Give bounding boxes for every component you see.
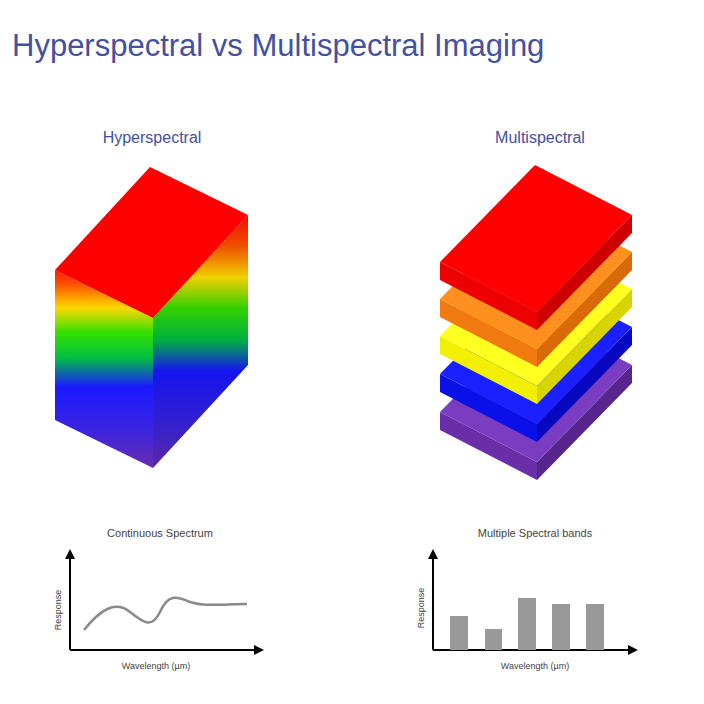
slab-top — [440, 165, 632, 312]
arrowhead — [428, 549, 438, 559]
continuous-chart — [65, 549, 264, 655]
axis-label: Response — [53, 590, 63, 631]
panel-heading: Hyperspectral — [103, 129, 202, 147]
band-bar — [485, 629, 502, 650]
spectrum-curve — [84, 598, 247, 630]
arrowhead — [254, 645, 264, 655]
multispectral-slabs — [440, 165, 632, 480]
cube-top — [55, 167, 248, 318]
chart-title: Continuous Spectrum — [107, 527, 213, 540]
chart-title: Multiple Spectral bands — [478, 527, 592, 540]
axis-label: Wavelength (µm) — [122, 661, 190, 671]
band-chart — [428, 549, 638, 655]
band-bar — [518, 598, 536, 650]
band-bar — [552, 604, 570, 650]
band-bar — [450, 616, 468, 650]
title: Hyperspectral vs Multispectral Imaging — [12, 28, 544, 64]
axis-label: Wavelength (µm) — [501, 661, 569, 671]
band-bar — [586, 604, 604, 650]
axis — [69, 556, 71, 650]
arrowhead — [628, 645, 638, 655]
axis — [432, 556, 434, 650]
panel-heading: Multispectral — [495, 129, 585, 147]
axis — [70, 649, 256, 651]
arrowhead — [65, 549, 75, 559]
hyperspectral-cube — [55, 167, 248, 468]
axis-label: Response — [416, 588, 426, 629]
